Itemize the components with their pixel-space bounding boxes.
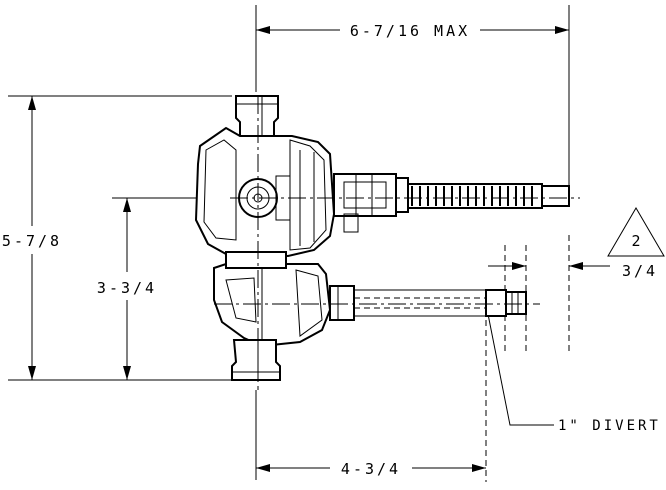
dimension-stem-offset: 3/4 <box>488 262 658 280</box>
dimension-overall-height: 5-7/8 <box>2 96 62 380</box>
outlet-label: 1" DIVERT <box>558 418 661 434</box>
stem-offset-label: 3/4 <box>622 262 658 280</box>
stem-threads <box>411 186 533 206</box>
note-number: 2 <box>631 232 640 250</box>
outlet-length-label: 4-3/4 <box>341 460 401 478</box>
center-height-label: 3-3/4 <box>97 279 157 297</box>
outlet-callout: 1" DIVERT <box>485 303 661 434</box>
overall-height-label: 5-7/8 <box>2 232 62 250</box>
dimension-overall-width: 6-7/16 MAX <box>256 22 569 40</box>
dimension-center-height: 3-3/4 <box>97 198 157 380</box>
dimension-outlet-length: 4-3/4 <box>256 460 486 478</box>
overall-width-label: 6-7/16 MAX <box>350 22 470 40</box>
valve-body <box>194 95 570 381</box>
center-lines <box>214 96 580 390</box>
note-triangle: 2 <box>607 207 665 257</box>
extension-lines <box>8 5 570 482</box>
